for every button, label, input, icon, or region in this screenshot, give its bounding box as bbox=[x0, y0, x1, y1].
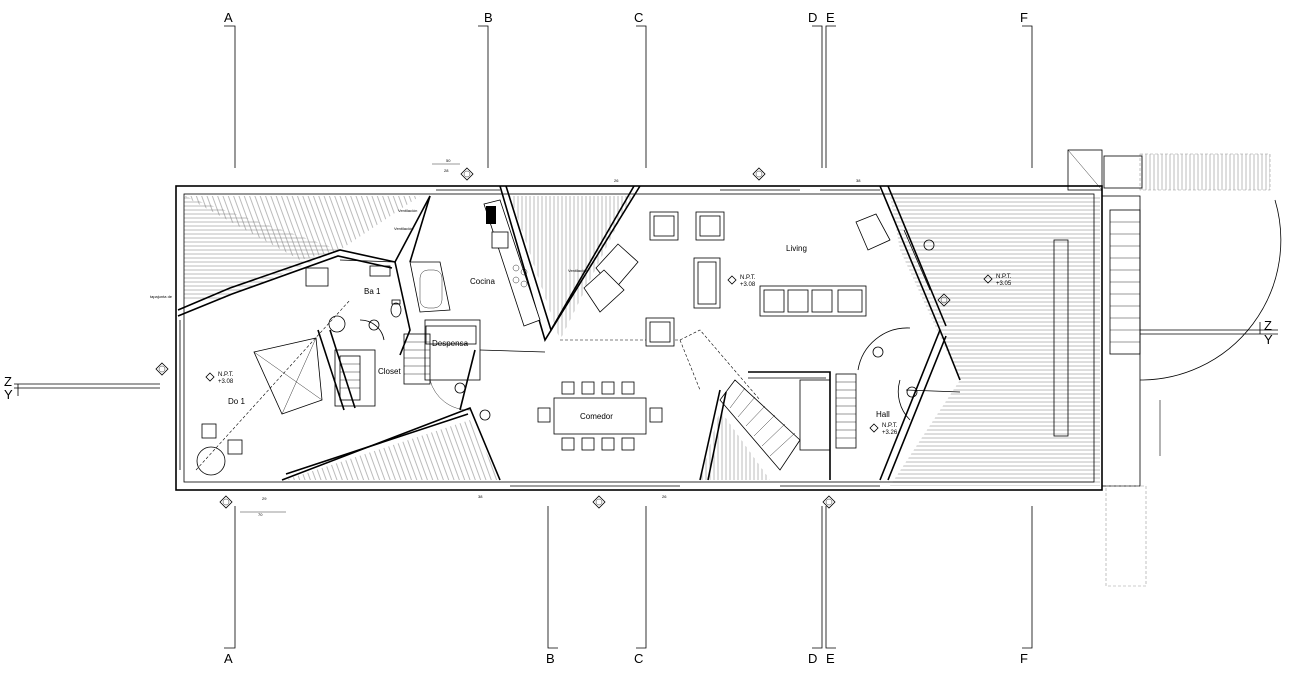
hatched-areas bbox=[184, 153, 1271, 486]
axis-label-b-top: B bbox=[484, 10, 493, 25]
level-hall-value: +3.26 bbox=[882, 430, 898, 436]
windows bbox=[179, 189, 931, 487]
section-line-left bbox=[14, 383, 160, 396]
axis-lines-top bbox=[224, 25, 1033, 168]
room-label-hall: Hall bbox=[876, 410, 890, 419]
room-label-living: Living bbox=[786, 244, 807, 253]
level-do1-value: +3.08 bbox=[218, 379, 234, 385]
room-label-closet: Closet bbox=[378, 367, 401, 376]
annotation-tapajunta: tapajunta de bbox=[150, 294, 173, 299]
dining-furniture bbox=[537, 317, 675, 451]
section-line-right bbox=[1140, 322, 1278, 335]
section-mark-bottom-mid: 38 bbox=[478, 494, 483, 499]
annotation-ventilacion-3: Ventilación bbox=[568, 268, 587, 273]
room-label-do1: Do 1 bbox=[228, 397, 245, 406]
axis-label-z-left: Z bbox=[4, 374, 12, 389]
axis-label-f-bottom: F bbox=[1020, 651, 1028, 666]
annotation-ventilacion-2: Ventilación bbox=[394, 226, 413, 231]
axis-label-e-top: E bbox=[826, 10, 835, 25]
room-label-despensa: Despensa bbox=[432, 339, 469, 348]
kitchen-furniture bbox=[409, 199, 541, 345]
section-mark-top-mid: 26 bbox=[614, 178, 619, 183]
room-label-cocina: Cocina bbox=[470, 277, 495, 286]
axis-label-y-right: Y bbox=[1264, 332, 1273, 347]
floor-levels: N.P.T. +3.08 N.P.T. +3.08 N.P.T. +3.05 N… bbox=[205, 274, 1012, 436]
level-hall-label: N.P.T. bbox=[882, 423, 898, 429]
axis-label-c-top: C bbox=[634, 10, 643, 25]
level-terrace-value: +3.05 bbox=[996, 281, 1012, 287]
axis-label-d-top: D bbox=[808, 10, 817, 25]
annotation-dim-top: 50 bbox=[446, 158, 451, 163]
axis-label-z-right: Z bbox=[1264, 318, 1272, 333]
section-mark-bottom-left: 29 bbox=[262, 496, 267, 501]
axis-label-f-top: F bbox=[1020, 10, 1028, 25]
axis-labels: A B C D E F A B C D E F Z Y Z Y bbox=[4, 10, 1273, 666]
room-labels: Do 1 Ba 1 Closet Cocina Despensa Comedor… bbox=[228, 244, 890, 421]
annotation-ventilacion-1: Ventilación bbox=[398, 208, 417, 213]
stairs bbox=[719, 149, 1282, 587]
section-mark-numbers: 28 26 38 29 38 26 bbox=[262, 168, 861, 501]
living-furniture bbox=[583, 211, 891, 317]
section-mark-top-left: 28 bbox=[444, 168, 449, 173]
level-living-label: N.P.T. bbox=[740, 275, 756, 281]
level-terrace-label: N.P.T. bbox=[996, 274, 1012, 280]
annotations: Ventilación Ventilación Ventilación tapa… bbox=[150, 158, 587, 517]
annotation-dim-bottom: 70 bbox=[258, 512, 263, 517]
level-living-value: +3.08 bbox=[740, 282, 756, 288]
level-markers bbox=[155, 167, 951, 509]
axis-label-d-bottom: D bbox=[808, 651, 817, 666]
axis-label-e-bottom: E bbox=[826, 651, 835, 666]
section-mark-bottom-right: 26 bbox=[662, 494, 667, 499]
axis-label-a-top: A bbox=[224, 10, 233, 25]
axis-label-b-bottom: B bbox=[546, 651, 555, 666]
bath-closet-furniture bbox=[195, 265, 431, 476]
axis-lines-bottom bbox=[224, 506, 1033, 649]
deck-bench bbox=[1053, 239, 1069, 437]
room-label-comedor: Comedor bbox=[580, 412, 613, 421]
room-label-ba1: Ba 1 bbox=[364, 287, 381, 296]
section-mark-top-right: 38 bbox=[856, 178, 861, 183]
axis-label-a-bottom: A bbox=[224, 651, 233, 666]
axis-label-c-bottom: C bbox=[634, 651, 643, 666]
door-swings bbox=[359, 319, 961, 421]
level-do1-label: N.P.T. bbox=[218, 372, 234, 378]
axis-label-y-left: Y bbox=[4, 387, 13, 402]
